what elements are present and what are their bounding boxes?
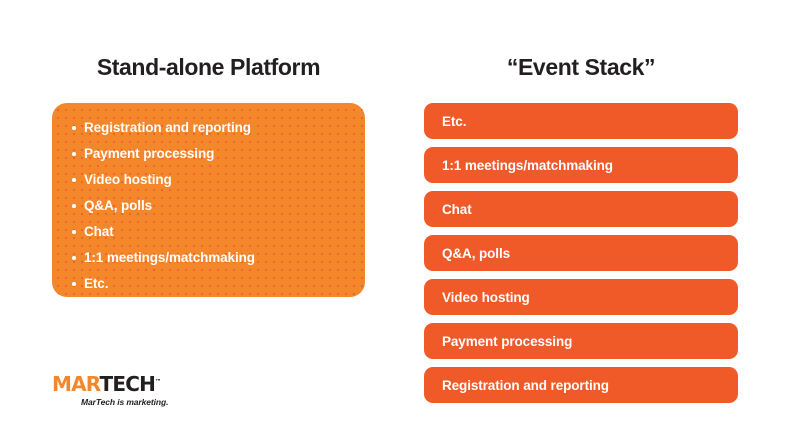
- list-item-label: 1:1 meetings/matchmaking: [84, 250, 255, 265]
- list-item: 1:1 meetings/matchmaking: [72, 246, 353, 270]
- list-item-label: Etc.: [84, 276, 109, 291]
- event-stack-list: Etc. 1:1 meetings/matchmaking Chat Q&A, …: [424, 103, 738, 411]
- list-item-label: Chat: [84, 224, 114, 239]
- bullet-dot-icon: [72, 152, 76, 156]
- stack-bar-label: 1:1 meetings/matchmaking: [442, 157, 613, 173]
- trademark-icon: ™: [155, 378, 162, 386]
- stack-bar-label: Video hosting: [442, 289, 530, 305]
- stack-bar-label: Q&A, polls: [442, 245, 511, 261]
- bullet-dot-icon: [72, 230, 76, 234]
- martech-logo: MARTECH™ MarTech is marketing.: [52, 374, 202, 407]
- logo-word-second: TECH: [99, 372, 156, 396]
- bullet-dot-icon: [72, 256, 76, 260]
- list-item: Video hosting: [72, 168, 353, 192]
- bullet-dot-icon: [72, 282, 76, 286]
- stack-bar: 1:1 meetings/matchmaking: [424, 147, 738, 183]
- stack-bar: Payment processing: [424, 323, 738, 359]
- list-item-label: Video hosting: [84, 172, 172, 187]
- right-column-heading: “Event Stack”: [506, 54, 656, 80]
- stack-bar-label: Payment processing: [442, 333, 573, 349]
- list-item: Etc.: [72, 272, 353, 296]
- list-item: Registration and reporting: [72, 116, 353, 140]
- list-item-label: Payment processing: [84, 146, 215, 161]
- list-item-label: Registration and reporting: [84, 120, 251, 135]
- logo-word-first: MAR: [52, 372, 100, 396]
- stack-bar: Etc.: [424, 103, 738, 139]
- list-item: Q&A, polls: [72, 194, 353, 218]
- bullet-dot-icon: [72, 126, 76, 130]
- list-item: Chat: [72, 220, 353, 244]
- bullet-dot-icon: [72, 178, 76, 182]
- list-item-label: Q&A, polls: [84, 198, 153, 213]
- list-item: Payment processing: [72, 142, 353, 166]
- stand-alone-platform-card: Registration and reporting Payment proce…: [52, 103, 365, 297]
- logo-tagline: MarTech is marketing.: [81, 397, 169, 407]
- stack-bar-label: Registration and reporting: [442, 377, 609, 393]
- stack-bar: Video hosting: [424, 279, 738, 315]
- stack-bar: Q&A, polls: [424, 235, 738, 271]
- logo-wordmark: MARTECH™: [52, 374, 202, 394]
- feature-bullet-list: Registration and reporting Payment proce…: [72, 116, 353, 297]
- left-column-heading: Stand-alone Platform: [96, 54, 321, 80]
- stack-bar: Chat: [424, 191, 738, 227]
- bullet-dot-icon: [72, 204, 76, 208]
- stack-bar: Registration and reporting: [424, 367, 738, 403]
- stack-bar-label: Etc.: [442, 113, 467, 129]
- stack-bar-label: Chat: [442, 201, 472, 217]
